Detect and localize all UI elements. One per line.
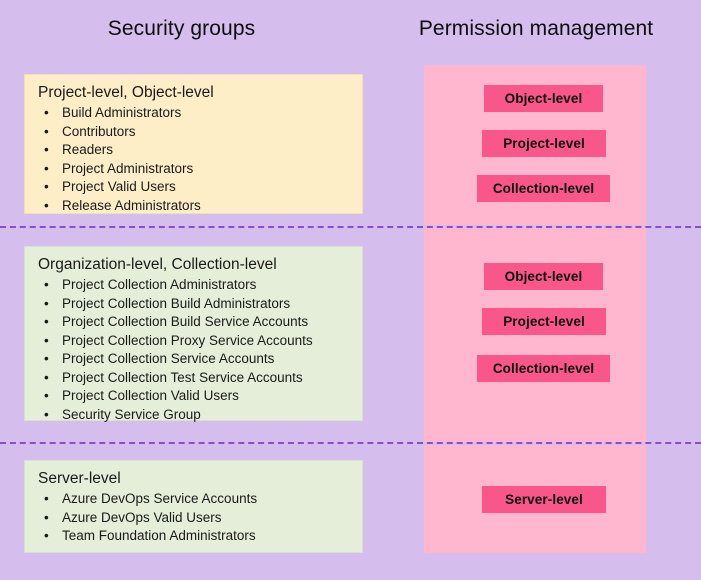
row-divider-2 [0,442,701,444]
security-group-box-project-level: Project-level, Object-level • Build Admi… [24,74,363,214]
group-box-heading: Server-level [38,470,121,487]
group-member-list: • Project Collection Administrators • Pr… [36,276,352,424]
list-item: • Project Collection Administrators [36,276,352,295]
permission-badge: Project-level [482,130,606,157]
bullet-icon: • [44,388,49,403]
bullet-icon: • [44,179,49,194]
bullet-icon: • [44,491,49,506]
list-item: • Project Collection Build Administrator… [36,295,352,314]
list-item-label: Project Collection Build Administrators [62,295,291,311]
bullet-icon: • [44,160,49,176]
list-item: • Azure DevOps Service Accounts [36,490,352,509]
list-item-label: Azure DevOps Service Accounts [62,491,258,506]
list-item: • Project Valid Users [36,178,352,197]
list-item-label: Project Valid Users [62,179,176,194]
list-item-label: Security Service Group [62,406,201,422]
bullet-icon: • [44,406,49,422]
permission-badge: Server-level [482,486,606,513]
security-group-box-server-level: Server-level • Azure DevOps Service Acco… [24,460,363,553]
list-item-label: Project Collection Valid Users [62,388,239,403]
list-item-label: Project Collection Administrators [62,277,257,292]
permission-badge: Collection-level [477,175,610,202]
list-item: • Project Collection Proxy Service Accou… [36,332,352,351]
permission-badge: Object-level [484,263,603,290]
bullet-icon: • [44,142,49,157]
list-item: • Project Collection Service Accounts [36,350,352,369]
bullet-icon: • [44,314,49,329]
permission-panel-server-level: Server-level [424,445,646,553]
row-divider-1 [0,226,701,228]
security-group-box-organization-level: Organization-level, Collection-level • P… [24,246,363,424]
list-item-label: Project Collection Proxy Service Account… [62,332,313,348]
bullet-icon: • [44,369,49,385]
list-item: • Release Administrators [36,197,352,216]
list-item-label: Project Administrators [62,160,194,176]
bullet-icon: • [44,197,49,213]
permission-badge: Object-level [484,85,603,112]
list-item-label: Readers [62,142,114,157]
bullet-icon: • [44,528,49,543]
list-item-label: Azure DevOps Valid Users [62,509,222,525]
list-item: • Project Administrators [36,160,352,179]
bullet-icon: • [44,277,49,292]
bullet-icon: • [44,509,49,525]
group-member-list: • Build Administrators • Contributors • … [36,104,352,215]
list-item: • Contributors [36,123,352,142]
bullet-icon: • [44,351,49,366]
list-item: • Project Collection Valid Users [36,387,352,406]
bullet-icon: • [44,332,49,348]
permission-badge: Collection-level [477,355,610,382]
list-item: • Readers [36,141,352,160]
group-box-heading: Organization-level, Collection-level [38,256,277,273]
list-item-label: Project Collection Service Accounts [62,351,275,366]
list-item-label: Build Administrators [62,105,182,120]
permission-panel-organization-level: Object-level Project-level Collection-le… [424,228,646,442]
list-item-label: Contributors [62,123,136,139]
list-item-label: Project Collection Test Service Accounts [62,369,303,385]
list-item: • Security Service Group [36,406,352,425]
list-item: • Azure DevOps Valid Users [36,509,352,528]
permission-badge: Project-level [482,308,606,335]
list-item-label: Project Collection Build Service Account… [62,314,309,329]
list-item: • Build Administrators [36,104,352,123]
list-item-label: Release Administrators [62,197,201,213]
list-item: • Project Collection Test Service Accoun… [36,369,352,388]
permission-management-column-title: Permission management [418,17,654,40]
list-item: • Team Foundation Administrators [36,527,352,546]
permission-panel-project-level: Object-level Project-level Collection-le… [424,65,646,225]
bullet-icon: • [44,105,49,120]
list-item-label: Team Foundation Administrators [62,528,256,543]
bullet-icon: • [44,123,49,139]
security-groups-column-title: Security groups [107,17,256,40]
list-item: • Project Collection Build Service Accou… [36,313,352,332]
group-box-heading: Project-level, Object-level [38,84,214,101]
bullet-icon: • [44,295,49,311]
group-member-list: • Azure DevOps Service Accounts • Azure … [36,490,352,546]
